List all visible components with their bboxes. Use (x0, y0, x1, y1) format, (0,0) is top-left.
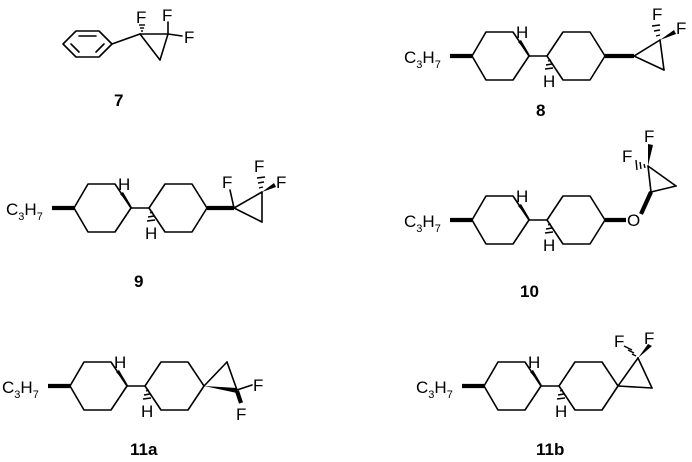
cp-bond-2 (159, 33, 169, 61)
cp-bond-2 (226, 361, 238, 391)
compound-label: 9 (134, 272, 143, 291)
aryl-bond (111, 33, 141, 45)
wedge-bond (648, 144, 653, 166)
hash-bond (635, 159, 646, 171)
propyl-group: C3H7 (404, 212, 441, 235)
hash-bond (556, 389, 566, 400)
cp-bond-3 (633, 55, 665, 71)
compound-10: C3H7 H H O F F 10 (404, 127, 677, 301)
cyclohexane-ring (144, 361, 205, 411)
compound-label: 11a (130, 440, 158, 459)
atom-h: H (118, 175, 130, 194)
cp-bond-1 (203, 361, 228, 387)
cp-bond-3 (139, 33, 161, 61)
cp-bond-1 (233, 191, 263, 209)
cp-bond-2 (647, 165, 677, 187)
benzene-inner-bonds (70, 35, 105, 53)
hash-bond (256, 176, 266, 189)
hash-bond (146, 211, 156, 222)
compound-label: 7 (114, 91, 123, 110)
cp-bond-1 (633, 39, 661, 57)
compound-label: 10 (520, 282, 539, 301)
wedge-bond (120, 192, 133, 209)
cyclohexane-ring (546, 195, 606, 245)
f-bond (167, 33, 183, 37)
atom-o: O (627, 211, 640, 230)
cp-bond-3 (233, 207, 263, 223)
propyl-group: C3H7 (416, 378, 453, 401)
hash-bond (544, 59, 554, 70)
atom-h: H (543, 236, 555, 255)
hash-bond (139, 24, 145, 32)
cp-bond-1 (617, 357, 639, 387)
compound-9: C3H7 H H F F F 9 (6, 157, 286, 291)
atom-f: F (622, 147, 632, 166)
wedge-bond (262, 183, 276, 192)
wedge-bond (638, 344, 652, 358)
atom-f: F (184, 28, 194, 47)
cyclohexane-ring (148, 183, 208, 233)
cp-bond-3 (617, 385, 653, 389)
atom-h: H (528, 353, 540, 372)
atom-f: F (254, 157, 264, 176)
atom-f: F (162, 6, 172, 25)
cyclohexane-ring (546, 31, 606, 81)
propyl-group: C3H7 (404, 48, 441, 71)
cp-bond-2 (659, 39, 665, 71)
atom-h: H (516, 23, 528, 42)
atom-h: H (114, 353, 126, 372)
cyclohexane-ring (558, 361, 619, 411)
atom-h: H (543, 72, 555, 91)
wedge-bond (116, 370, 129, 387)
cp-bond-1 (647, 165, 652, 193)
propyl-group: C3H7 (6, 200, 43, 223)
atom-f: F (644, 329, 654, 348)
compound-7: F F F 7 (62, 6, 194, 110)
cp-bond-2 (637, 357, 653, 389)
atom-f: F (222, 173, 232, 192)
wedge-bond (518, 40, 531, 57)
atom-f: F (676, 19, 686, 38)
cp-bond-3 (650, 185, 677, 193)
hash-bond (142, 389, 152, 400)
atom-f: F (276, 173, 286, 192)
wedge-bond (204, 386, 237, 393)
f-bond (236, 384, 253, 391)
compound-8: C3H7 H H F F 8 (404, 5, 686, 120)
atom-f: F (652, 5, 662, 24)
atom-f: F (253, 376, 263, 395)
wedge-bond (660, 30, 676, 40)
wedge-bond (518, 204, 531, 221)
atom-f: F (614, 332, 624, 351)
compound-label: 11b (536, 440, 564, 459)
f-bond (229, 189, 235, 209)
compound-label: 8 (536, 101, 545, 120)
compound-11a: C3H7 H H F F 11a (2, 353, 263, 459)
compound-11b: C3H7 H H F F 11b (416, 329, 654, 459)
bold-bond (639, 191, 653, 215)
wedge-bond (530, 370, 543, 387)
propyl-group: C3H7 (2, 378, 39, 401)
atom-f: F (236, 405, 246, 424)
bold-bond (235, 390, 243, 404)
hash-bond (651, 24, 661, 37)
hash-bond (544, 223, 554, 234)
atom-h: H (555, 402, 567, 421)
atom-f: F (644, 127, 654, 146)
atom-h: H (145, 224, 157, 243)
atom-f: F (136, 8, 146, 27)
atom-h: H (516, 187, 528, 206)
atom-h: H (141, 402, 153, 421)
hash-bond (623, 345, 637, 357)
